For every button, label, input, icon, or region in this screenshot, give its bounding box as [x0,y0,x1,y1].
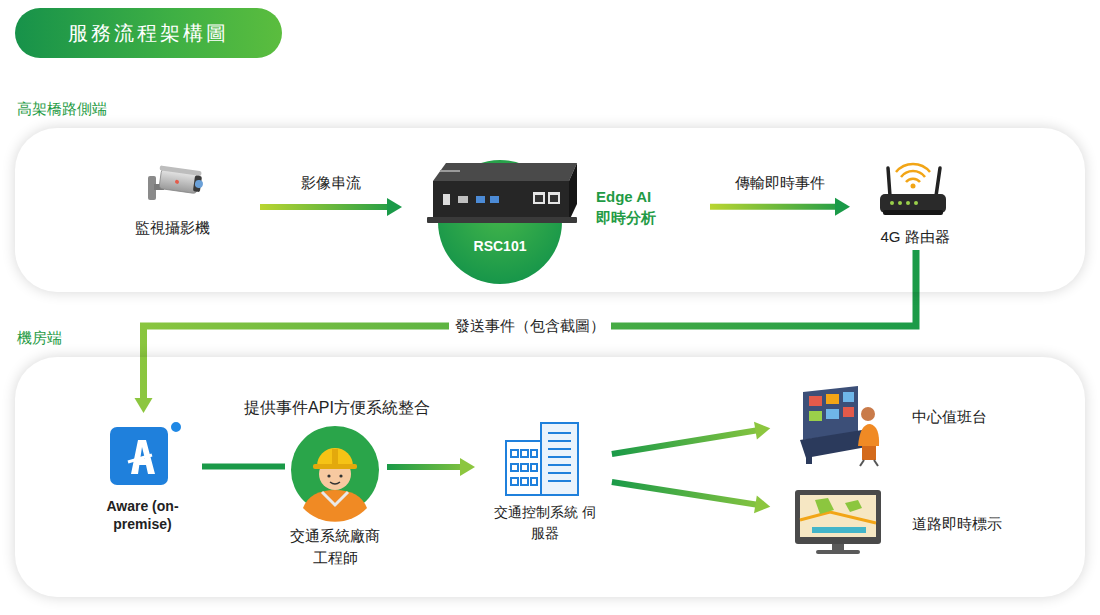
node-label: 交通系統廠商 工程師 [285,525,385,569]
console-node: 中心值班台 [790,380,1010,470]
arrow-head [460,458,475,476]
node-label: 監視攝影機 [125,217,220,238]
node-caption: Edge AI 即時分析 [596,186,670,228]
connector [202,466,285,467]
panel: 機房端Aware (on-premise)交通系統廠商 工程師交通控制系統 伺服… [15,357,1085,597]
edge-label: 傳輸即時事件 [729,173,831,193]
engineer-node: 交通系統廠商 工程師 [285,425,387,575]
engineer-avatar [291,426,379,522]
connector-line [612,482,758,505]
edge-label: 影像串流 [295,173,367,193]
connector [612,482,770,513]
connector [612,422,770,454]
connector [387,458,475,476]
control-desk-icon [800,386,879,466]
node-label: Aware (on-premise) [85,497,200,533]
router-icon [880,164,946,215]
arrow-head [754,495,770,513]
title-text: 服務流程架構圖 [68,20,229,47]
title-pill: 服務流程架構圖 [15,8,282,58]
note-label: 提供事件API方便系統整合 [207,397,467,419]
aware-logo [110,421,182,485]
connector [710,198,850,216]
edge-device-node: RSC101 Edge AI 即時分析 [430,150,672,285]
connector-line [612,430,758,454]
edge-label: 發送事件（包含截圖） [449,316,611,336]
node-label: 4G 路由器 [865,226,965,247]
display-node: 道路即時標示 [790,485,1020,560]
aware-node: Aware (on-premise) [85,415,202,535]
node-label: 中心值班台 [912,406,1007,427]
connector-line [202,464,285,470]
panel-heading: 高架橋路側端 [17,98,217,119]
arrow-head [387,198,402,216]
node-label: 交通控制系統 伺服器 [490,502,600,544]
connector-line [387,464,462,470]
arrow-head [754,422,770,440]
connector-line [260,204,389,210]
connector-line [710,204,837,210]
camera-node: 監視攝影機 [125,165,222,240]
edge-ai-device [427,160,577,284]
server-icon [506,423,578,495]
router-node: 4G 路由器 [865,160,967,250]
arrow-head [135,398,153,413]
panel-heading: 機房端 [17,327,217,348]
panel: 高架橋路側端監視攝影機RSC101Edge AI 即時分析4G 路由器 [15,128,1085,292]
node-label: 道路即時標示 [912,513,1017,534]
connector [260,198,402,216]
camera-icon [148,165,205,200]
arrow-head [835,198,850,216]
road-display-icon [795,490,881,554]
node-label: RSC101 [430,236,570,257]
server-node: 交通控制系統 伺服器 [490,415,602,546]
